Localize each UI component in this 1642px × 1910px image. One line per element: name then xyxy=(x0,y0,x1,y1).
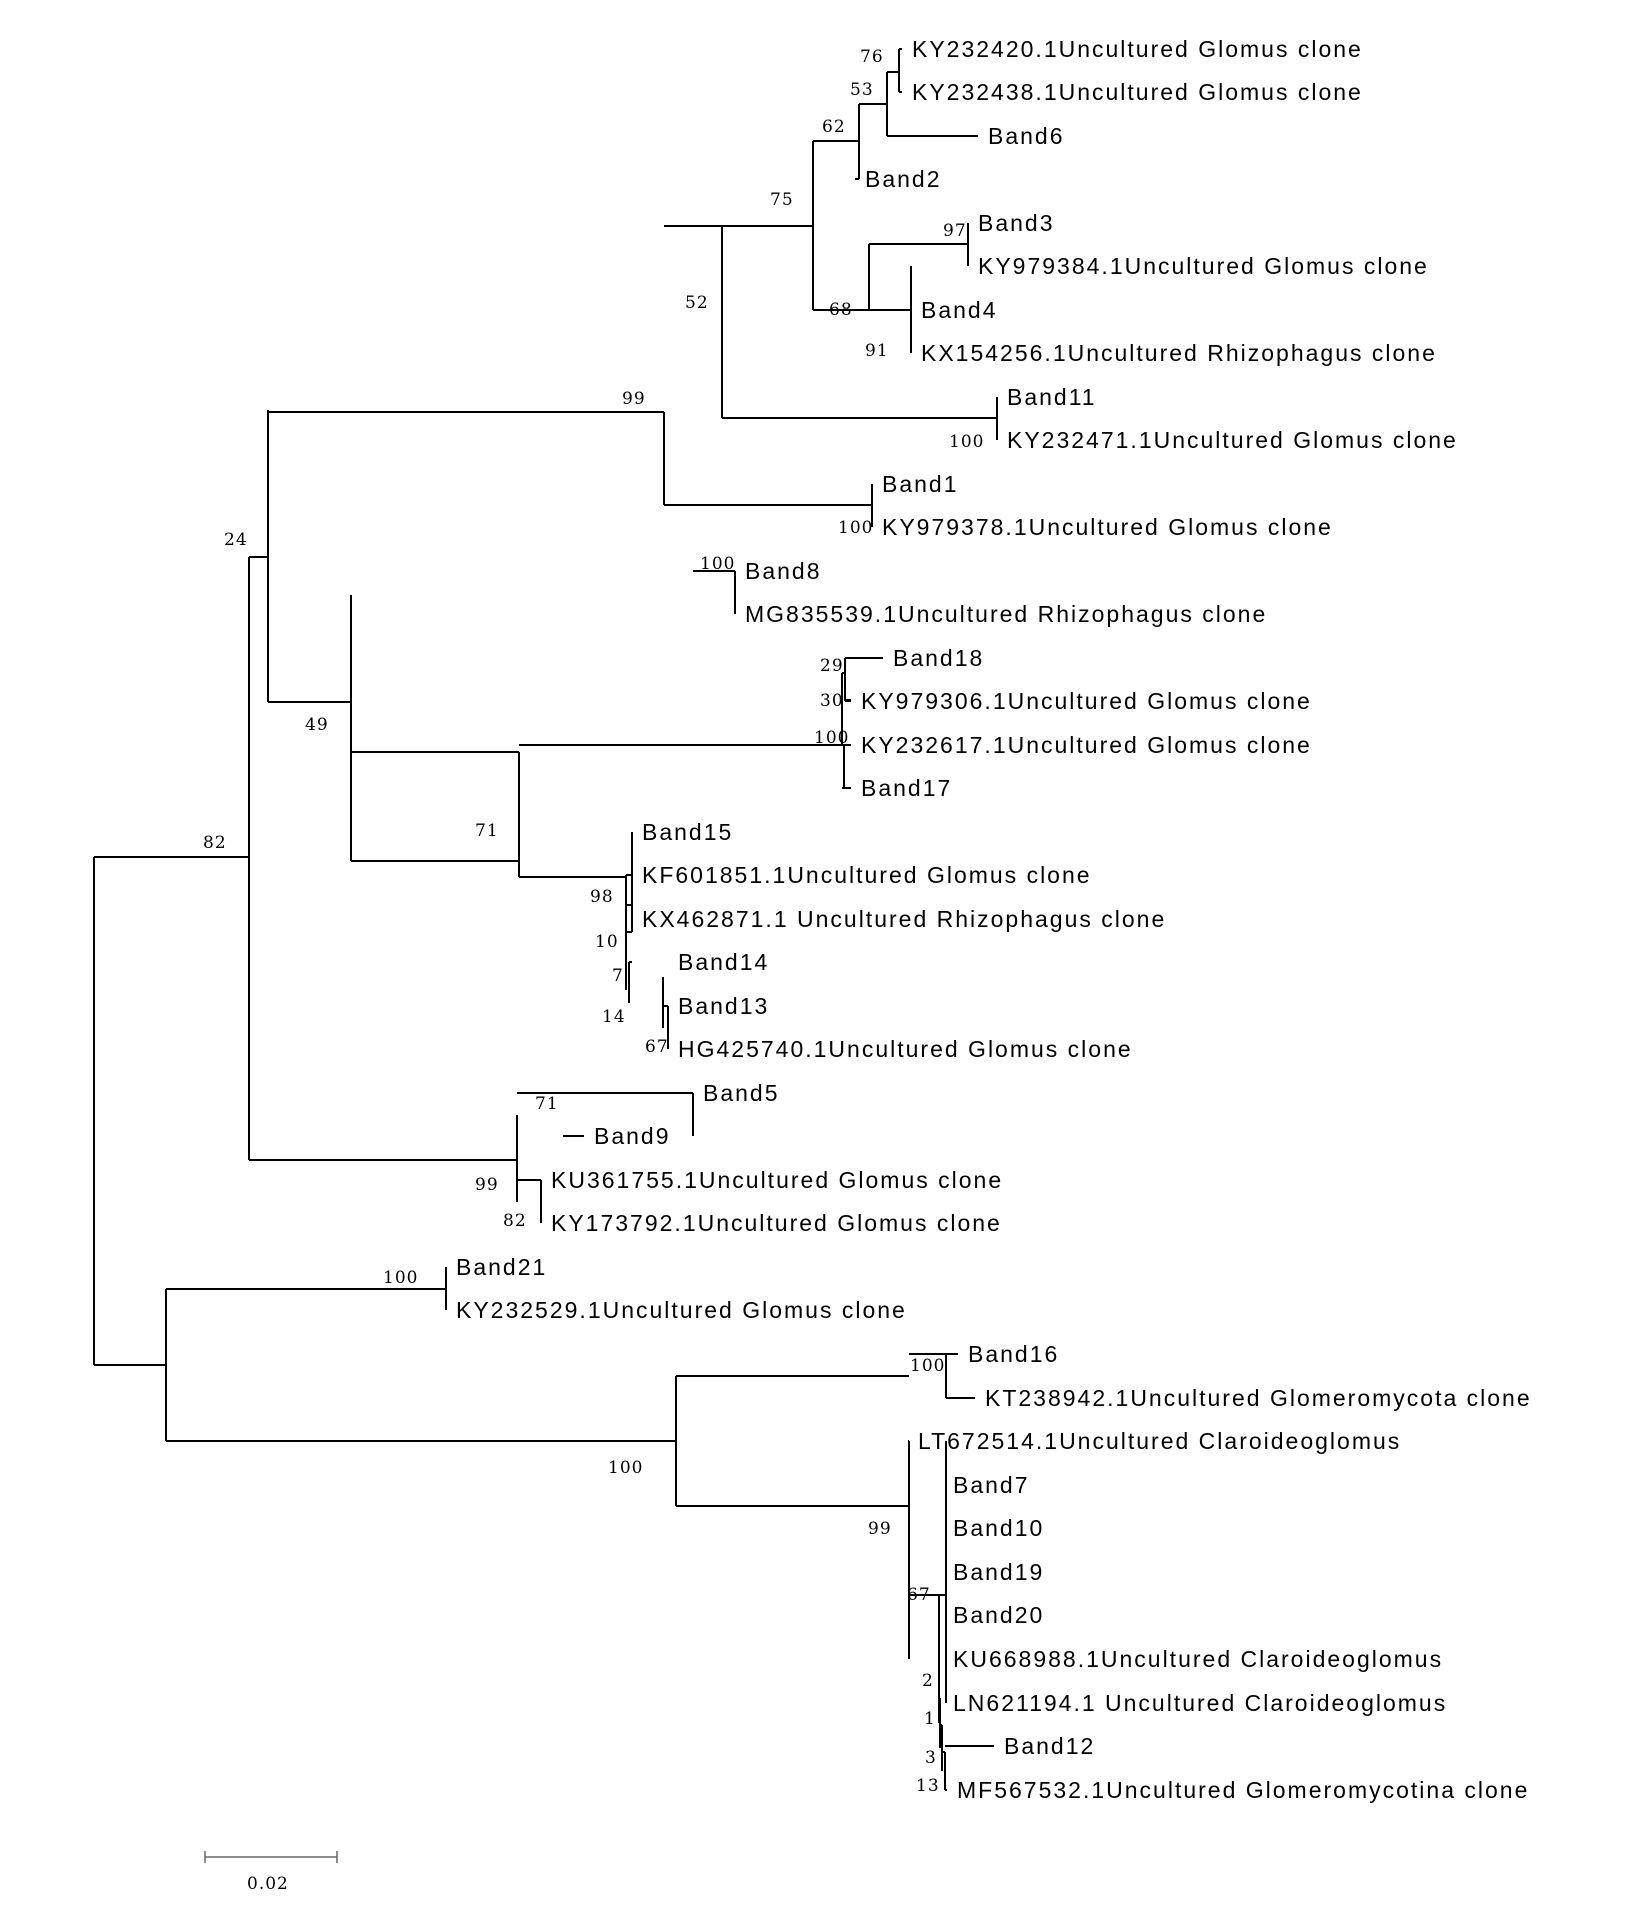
leaf-label: Band5 xyxy=(703,1080,780,1106)
leaf-label: Band9 xyxy=(594,1123,671,1149)
leaf-label: HG425740.1Uncultured Glomus clone xyxy=(678,1036,1133,1062)
leaf-label: KT238942.1Uncultured Glomeromycota clone xyxy=(985,1385,1532,1411)
bootstrap-value: 7 xyxy=(612,966,624,986)
bootstrap-value: 97 xyxy=(943,221,967,241)
leaf-label: Band17 xyxy=(861,775,952,801)
leaf-label: Band20 xyxy=(953,1602,1044,1628)
leaf-label: Band8 xyxy=(745,558,822,584)
leaf-label: KY173792.1Uncultured Glomus clone xyxy=(551,1210,1002,1236)
bootstrap-value: 71 xyxy=(475,821,499,841)
bootstrap-value: 75 xyxy=(770,190,794,210)
leaf-label: Band18 xyxy=(893,645,984,671)
leaf-label: KY232471.1Uncultured Glomus clone xyxy=(1007,427,1458,453)
leaf-label: Band19 xyxy=(953,1559,1044,1585)
leaf-label: KU668988.1Uncultured Claroideoglomus xyxy=(953,1646,1443,1672)
bootstrap-value: 1 xyxy=(924,1709,936,1729)
bootstrap-value: 53 xyxy=(850,80,874,100)
leaf-label: Band11 xyxy=(1007,384,1097,410)
scale-bar-label: 0.02 xyxy=(247,1874,289,1894)
bootstrap-value: 100 xyxy=(814,728,849,748)
scale-bar: 0.02 xyxy=(204,1851,338,1894)
leaf-label: MG835539.1Uncultured Rhizophagus clone xyxy=(745,601,1267,627)
leaf-label: Band1 xyxy=(882,471,959,497)
bootstrap-value: 52 xyxy=(685,293,709,313)
bootstrap-value: 67 xyxy=(907,1585,931,1605)
tree-branches xyxy=(93,48,998,1791)
leaf-label: Band2 xyxy=(865,166,942,192)
leaf-label: KY232438.1Uncultured Glomus clone xyxy=(912,79,1363,105)
bootstrap-value: 2 xyxy=(922,1671,934,1691)
bootstrap-value: 82 xyxy=(203,833,227,853)
bootstrap-value: 99 xyxy=(475,1175,499,1195)
leaf-label: KY232420.1Uncultured Glomus clone xyxy=(912,36,1363,62)
leaf-label: KF601851.1Uncultured Glomus clone xyxy=(642,862,1092,888)
leaf-label: Band13 xyxy=(678,993,769,1019)
bootstrap-value: 99 xyxy=(622,389,646,409)
leaf-label: Band12 xyxy=(1004,1733,1095,1759)
bootstrap-value: 62 xyxy=(822,117,846,137)
bootstrap-values: 7653629791687510052100991002930100671471… xyxy=(203,47,984,1796)
bootstrap-value: 3 xyxy=(925,1748,937,1768)
leaf-label: Band4 xyxy=(921,297,998,323)
leaf-label: KY979384.1Uncultured Glomus clone xyxy=(978,253,1429,279)
leaf-label: KX154256.1Uncultured Rhizophagus clone xyxy=(921,340,1437,366)
bootstrap-value: 100 xyxy=(608,1458,643,1478)
bootstrap-value: 98 xyxy=(590,887,614,907)
bootstrap-value: 30 xyxy=(820,691,844,711)
leaf-label: KY979306.1Uncultured Glomus clone xyxy=(861,688,1312,714)
bootstrap-value: 100 xyxy=(838,518,873,538)
bootstrap-value: 76 xyxy=(860,47,884,67)
leaf-label: MF567532.1Uncultured Glomeromycotina clo… xyxy=(957,1777,1529,1803)
bootstrap-value: 13 xyxy=(916,1776,940,1796)
bootstrap-value: 82 xyxy=(503,1211,527,1231)
leaf-label: KY232617.1Uncultured Glomus clone xyxy=(861,732,1312,758)
bootstrap-value: 100 xyxy=(949,432,984,452)
bootstrap-value: 100 xyxy=(910,1356,945,1376)
leaf-label: LT672514.1Uncultured Claroideoglomus xyxy=(918,1428,1401,1454)
leaf-label: KY979378.1Uncultured Glomus clone xyxy=(882,514,1333,540)
leaf-label: Band7 xyxy=(953,1472,1030,1498)
bootstrap-value: 71 xyxy=(535,1094,559,1114)
bootstrap-value: 29 xyxy=(820,656,844,676)
bootstrap-value: 24 xyxy=(224,530,248,550)
leaf-label: LN621194.1 Uncultured Claroideoglomus xyxy=(953,1690,1447,1716)
leaf-label: Band3 xyxy=(978,210,1055,236)
bootstrap-value: 100 xyxy=(700,554,735,574)
bootstrap-value: 10 xyxy=(595,932,619,952)
bootstrap-value: 68 xyxy=(829,300,853,320)
leaf-label: Band6 xyxy=(988,123,1065,149)
leaf-label: KX462871.1 Uncultured Rhizophagus clone xyxy=(642,906,1166,932)
bootstrap-value: 91 xyxy=(865,341,889,361)
leaf-label: KY232529.1Uncultured Glomus clone xyxy=(456,1297,907,1323)
bootstrap-value: 14 xyxy=(602,1007,626,1027)
leaf-label: Band16 xyxy=(968,1341,1059,1367)
bootstrap-value: 100 xyxy=(383,1268,418,1288)
leaf-label: Band21 xyxy=(456,1254,547,1280)
bootstrap-value: 49 xyxy=(305,715,329,735)
leaf-label: Band14 xyxy=(678,949,769,975)
bootstrap-value: 99 xyxy=(868,1519,892,1539)
leaf-label: KU361755.1Uncultured Glomus clone xyxy=(551,1167,1003,1193)
leaf-label: Band15 xyxy=(642,819,733,845)
leaf-label: Band10 xyxy=(953,1515,1044,1541)
leaf-labels: KY232420.1Uncultured Glomus cloneKY23243… xyxy=(456,36,1532,1803)
bootstrap-value: 67 xyxy=(645,1037,669,1057)
